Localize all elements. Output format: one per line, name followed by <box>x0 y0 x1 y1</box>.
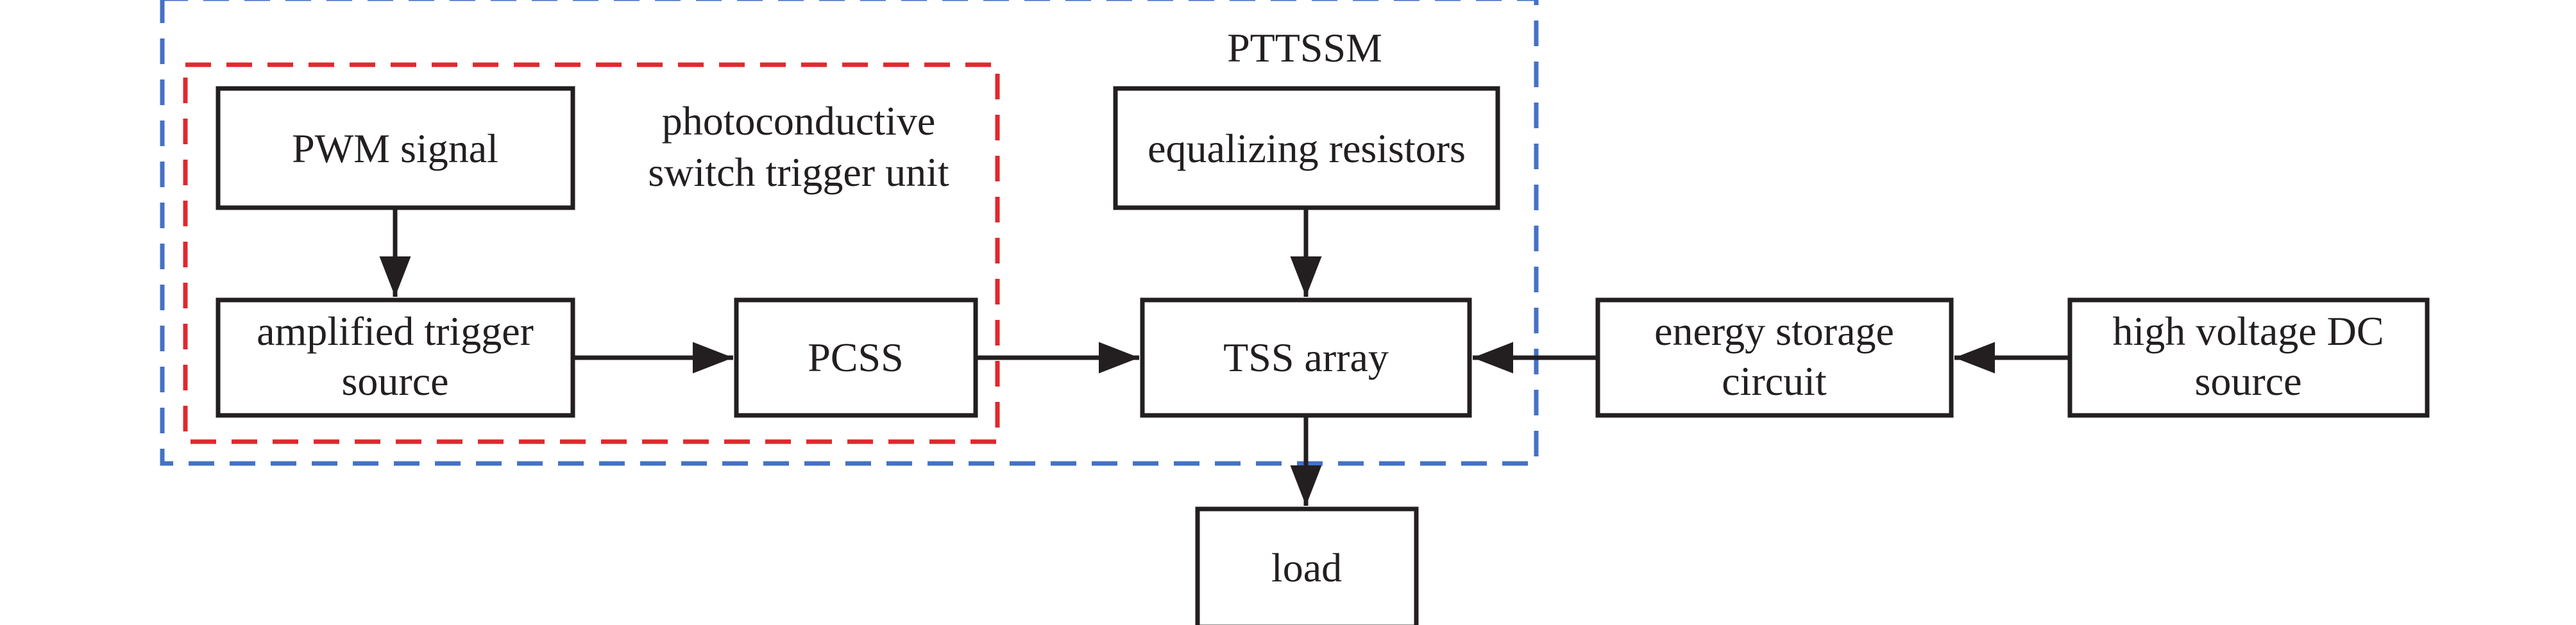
amplified-trigger-source-text-line1: amplified trigger <box>257 308 534 354</box>
tss-array-text: TSS array <box>1223 335 1389 380</box>
equalizing-resistors-text: equalizing resistors <box>1148 126 1466 171</box>
high-voltage-dc-source-box: high voltage DC source <box>2067 297 2430 418</box>
trigger-unit-group-boundary <box>183 62 1000 444</box>
pwm-signal-text: PWM signal <box>292 126 498 171</box>
amplified-trigger-source-box: amplified trigger source <box>216 297 575 418</box>
high-voltage-dc-source-text-line2: source <box>2194 358 2301 404</box>
trigger-unit-label-line2: switch trigger unit <box>648 149 949 195</box>
pttssm-label: PTTSSM <box>1227 25 1382 71</box>
energy-storage-circuit-text-line1: energy storage <box>1654 308 1894 354</box>
pttssm-group-boundary <box>160 0 1539 466</box>
pwm-signal-box: PWM signal <box>216 86 575 210</box>
equalizing-resistors-box: equalizing resistors <box>1113 86 1500 210</box>
energy-storage-circuit-box: energy storage circuit <box>1595 297 1954 418</box>
high-voltage-dc-source-text-line1: high voltage DC <box>2112 308 2384 354</box>
pcss-text: PCSS <box>808 335 903 380</box>
amplified-trigger-source-text-line2: source <box>341 358 448 404</box>
trigger-unit-label-line1: photoconductive <box>662 98 936 144</box>
pcss-box: PCSS <box>734 297 978 418</box>
load-box: load <box>1195 506 1419 625</box>
tss-array-box: TSS array <box>1140 297 1472 418</box>
load-text: load <box>1271 545 1342 590</box>
energy-storage-circuit-text-line2: circuit <box>1722 358 1827 404</box>
